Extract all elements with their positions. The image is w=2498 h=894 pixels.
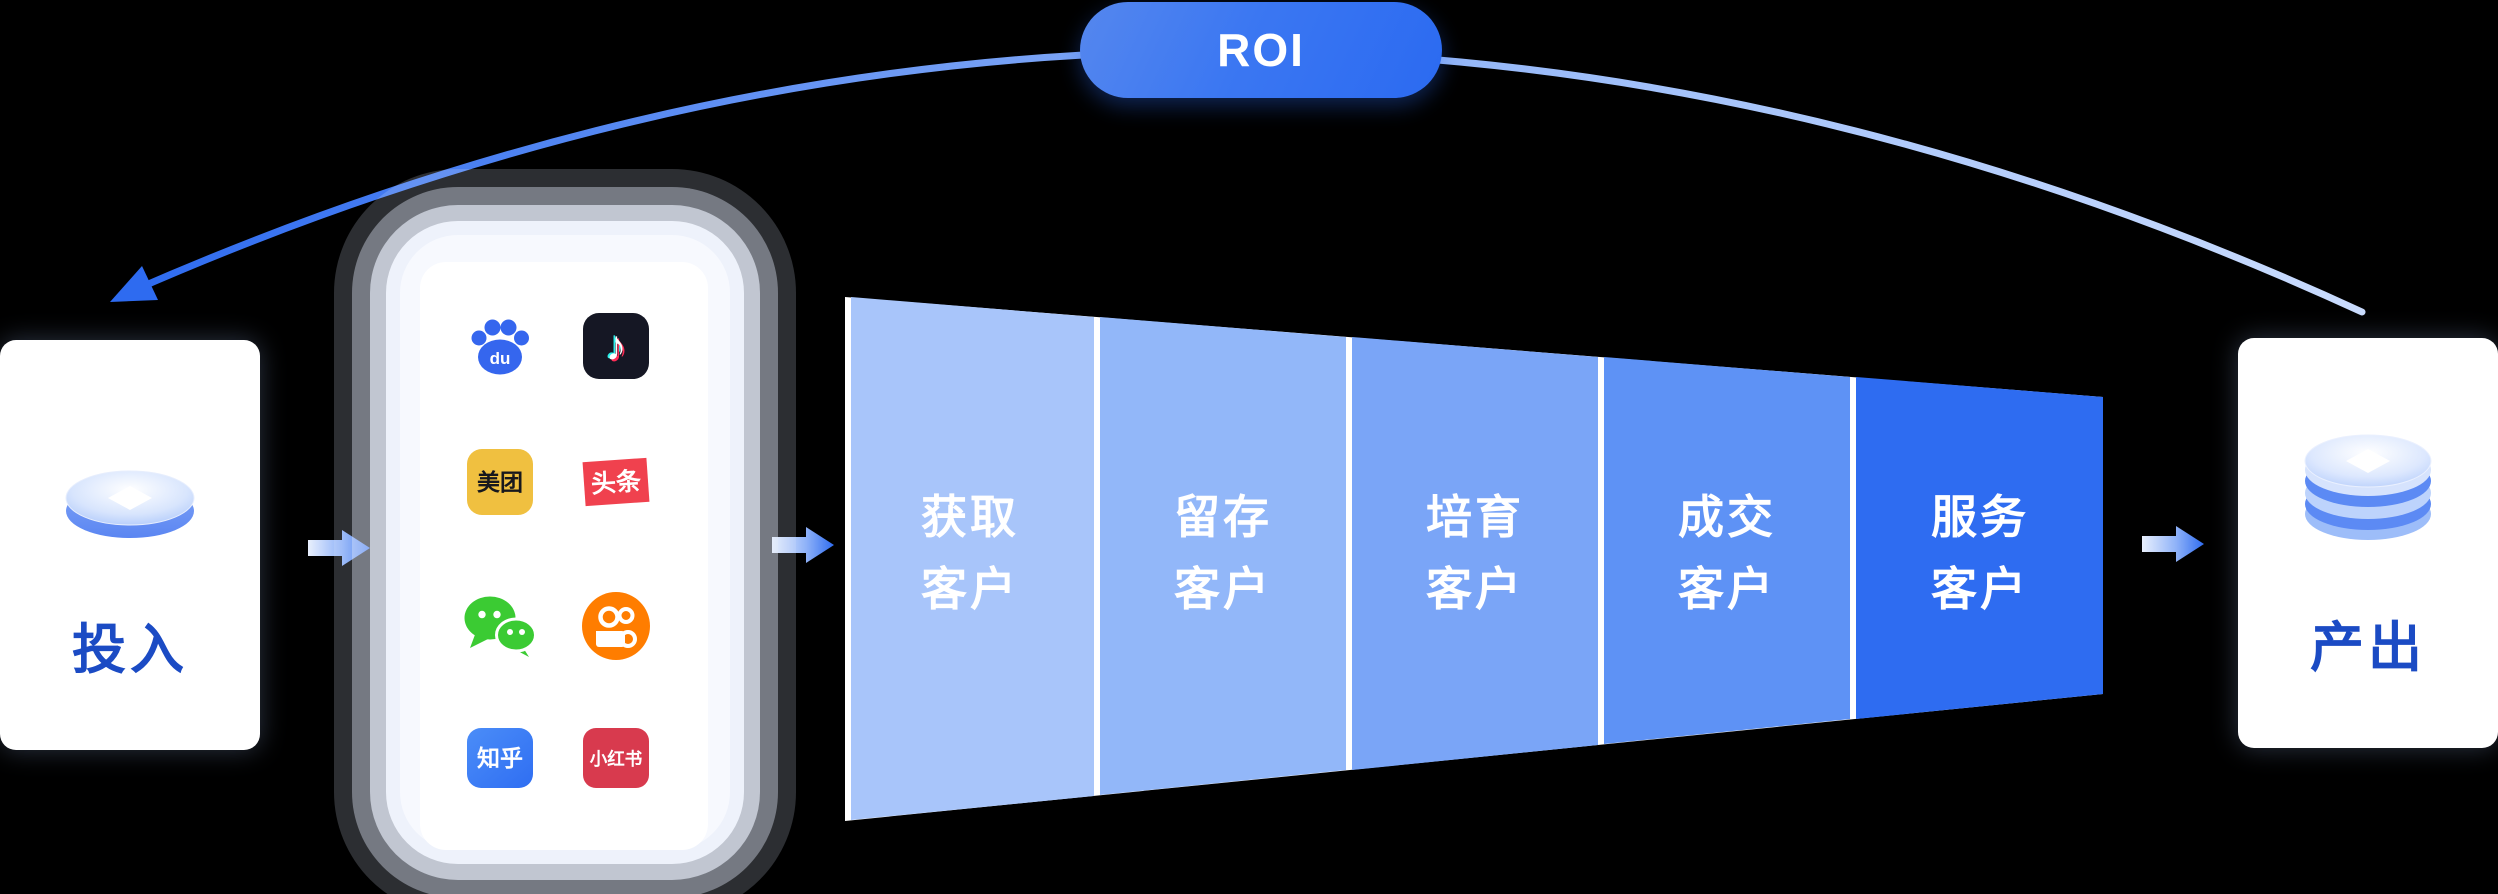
stage-label-line: 客户: [1678, 563, 1776, 615]
svg-text:♪: ♪: [608, 324, 629, 371]
input-card: 投入: [0, 340, 260, 750]
funnel-stage-4-label: 成交 客户: [1617, 481, 1837, 625]
wechat-icon: [464, 596, 537, 657]
flow-arrow-input-icon: [308, 530, 370, 566]
coin-icon: [65, 470, 195, 538]
input-card-label: 投入: [72, 620, 188, 680]
funnel-stage-1: [851, 297, 1094, 820]
toutiao-icon: 头条: [582, 457, 650, 507]
stage-label-line: 客户: [1931, 563, 2029, 615]
funnel-stage-4: [1604, 357, 1850, 744]
stage-label-line: 获取: [921, 491, 1019, 543]
stage-label-line: 客户: [1174, 563, 1272, 615]
stage-label-line: 成交: [1678, 491, 1776, 543]
meituan-icon: 美团: [467, 449, 533, 515]
funnel-stage-1-label: 获取 客户: [860, 481, 1080, 625]
funnel-stage-2: [1100, 317, 1346, 795]
svg-text:du: du: [490, 349, 511, 368]
roi-badge: ROI: [1080, 2, 1442, 98]
svg-text:知乎: 知乎: [477, 745, 523, 771]
stage-label-line: 培育: [1426, 491, 1524, 543]
funnel-stage-5-label: 服务 客户: [1870, 481, 2090, 625]
output-card: 产出: [2238, 338, 2498, 748]
zhihu-icon: 知乎: [467, 728, 533, 788]
stage-label-line: 客户: [1426, 563, 1524, 615]
funnel-stage-3: [1352, 337, 1598, 770]
svg-text:美团: 美团: [477, 469, 523, 495]
funnel-stage-3-label: 培育 客户: [1365, 481, 1585, 625]
coin-stack-icon: [2304, 434, 2432, 540]
stage-label-line: 留存: [1174, 491, 1272, 543]
output-card-label: 产出: [2310, 618, 2426, 678]
douyin-icon: ♪ ♪ ♪: [583, 313, 649, 379]
funnel-stage-2-label: 留存 客户: [1113, 481, 1333, 625]
svg-text:头条: 头条: [590, 467, 643, 498]
svg-text:♪: ♪: [604, 321, 625, 368]
stage-label-line: 客户: [921, 563, 1019, 615]
channels-panel: du ♪ ♪ ♪ 美团 头条: [420, 262, 708, 850]
xiaohongshu-icon: 小红书: [583, 728, 649, 788]
roi-badge-label: ROI: [1217, 24, 1305, 76]
baidu-icon: du: [471, 319, 529, 375]
flow-arrow-channels-icon: [772, 527, 834, 563]
funnel: [845, 297, 2103, 821]
stage-label-line: 服务: [1931, 491, 2029, 543]
kuaishou-icon: [582, 592, 650, 660]
svg-text:♪: ♪: [606, 322, 627, 369]
flow-arrow-output-icon: [2142, 526, 2204, 562]
funnel-stage-5: [1856, 377, 2103, 719]
svg-text:小红书: 小红书: [590, 749, 643, 769]
roi-curve-arrowhead-icon: [110, 266, 158, 302]
